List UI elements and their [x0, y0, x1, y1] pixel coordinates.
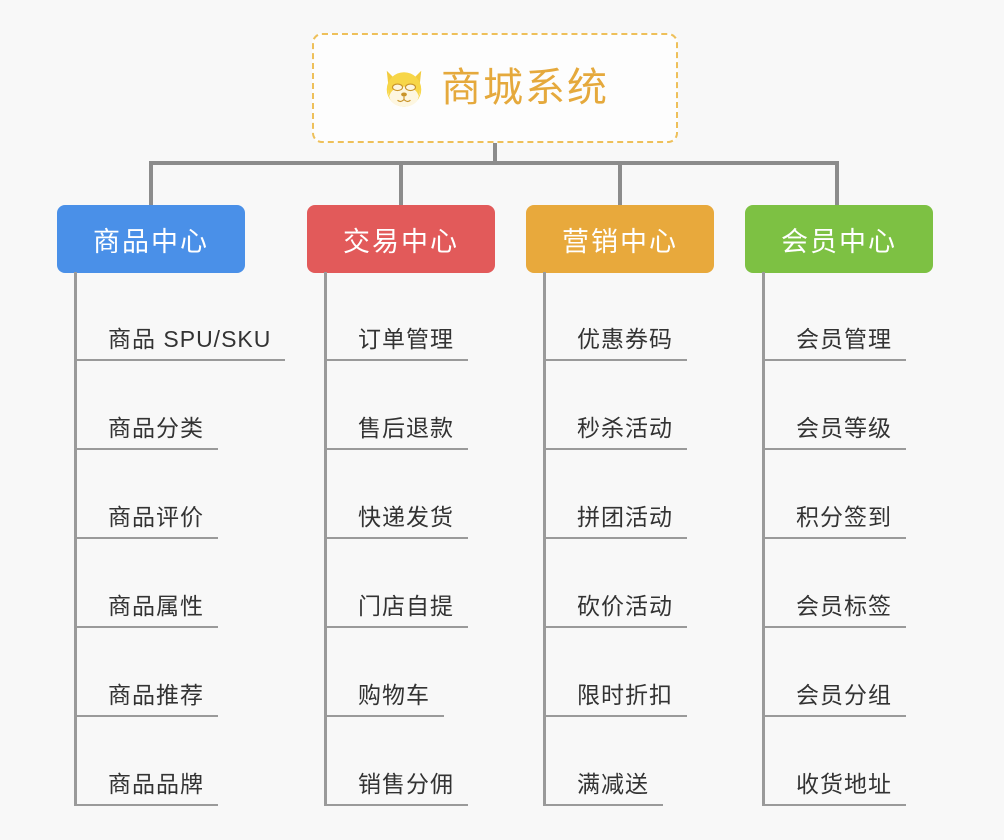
root-stem-connector	[493, 143, 497, 165]
branch-drop-connector-2	[399, 161, 403, 205]
leaf-label: 订单管理	[358, 325, 454, 352]
leaf-label: 销售分佣	[358, 770, 454, 797]
horizontal-bus-connector	[149, 161, 839, 165]
leaf-label: 商品品牌	[108, 770, 204, 797]
branch-header-label: 交易中心	[343, 226, 459, 257]
leaf-label: 会员标签	[796, 592, 892, 619]
branch-header-交易中心[interactable]: 交易中心	[307, 205, 495, 273]
leaf-item[interactable]: 快递发货	[324, 450, 468, 539]
leaf-item[interactable]: 限时折扣	[543, 628, 687, 717]
column-spine	[543, 272, 546, 806]
leaf-item[interactable]: 购物车	[324, 628, 468, 717]
branch-column-2: 订单管理 售后退款 快递发货 门店自提 购物车 销售分佣	[324, 272, 468, 806]
leaf-item[interactable]: 会员管理	[762, 272, 906, 361]
leaf-label: 优惠券码	[577, 325, 673, 352]
leaf-item[interactable]: 收货地址	[762, 717, 906, 806]
leaf-item[interactable]: 门店自提	[324, 539, 468, 628]
leaf-label: 满减送	[577, 770, 649, 797]
branch-drop-connector-1	[149, 161, 153, 205]
leaf-item[interactable]: 会员标签	[762, 539, 906, 628]
branch-header-商品中心[interactable]: 商品中心	[57, 205, 245, 273]
leaf-label: 限时折扣	[577, 681, 673, 708]
branch-header-label: 商品中心	[93, 226, 209, 257]
column-spine	[762, 272, 765, 806]
leaf-item[interactable]: 销售分佣	[324, 717, 468, 806]
branch-column-3: 优惠券码 秒杀活动 拼团活动 砍价活动 限时折扣 满减送	[543, 272, 687, 806]
leaf-label: 会员管理	[796, 325, 892, 352]
leaf-item[interactable]: 订单管理	[324, 272, 468, 361]
leaf-label: 砍价活动	[577, 592, 673, 619]
leaf-label: 售后退款	[358, 414, 454, 441]
branch-header-label: 会员中心	[781, 226, 897, 257]
leaf-item[interactable]: 商品分类	[74, 361, 285, 450]
leaf-item[interactable]: 售后退款	[324, 361, 468, 450]
leaf-label: 收货地址	[796, 770, 892, 797]
leaf-label: 会员等级	[796, 414, 892, 441]
leaf-item[interactable]: 商品推荐	[74, 628, 285, 717]
column-spine	[324, 272, 327, 806]
leaf-item[interactable]: 会员分组	[762, 628, 906, 717]
root-title: 商城系统	[441, 66, 609, 110]
column-spine	[74, 272, 77, 806]
leaf-label: 商品 SPU/SKU	[108, 325, 272, 352]
root-node[interactable]: 商城系统	[312, 33, 678, 143]
leaf-item[interactable]: 满减送	[543, 717, 687, 806]
leaf-item[interactable]: 商品评价	[74, 450, 285, 539]
leaf-item[interactable]: 拼团活动	[543, 450, 687, 539]
leaf-item[interactable]: 商品品牌	[74, 717, 285, 806]
leaf-item[interactable]: 商品 SPU/SKU	[74, 272, 286, 361]
leaf-item[interactable]: 秒杀活动	[543, 361, 687, 450]
leaf-item[interactable]: 砍价活动	[543, 539, 687, 628]
leaf-label: 门店自提	[358, 592, 454, 619]
branch-header-会员中心[interactable]: 会员中心	[745, 205, 933, 273]
leaf-label: 商品属性	[108, 592, 204, 619]
dog-face-icon	[381, 65, 427, 111]
branch-drop-connector-4	[835, 161, 839, 205]
leaf-label: 秒杀活动	[577, 414, 673, 441]
leaf-item[interactable]: 商品属性	[74, 539, 285, 628]
leaf-label: 积分签到	[796, 503, 892, 530]
leaf-label: 商品推荐	[108, 681, 204, 708]
leaf-label: 快递发货	[358, 503, 454, 530]
leaf-label: 拼团活动	[577, 503, 673, 530]
leaf-item[interactable]: 优惠券码	[543, 272, 687, 361]
leaf-label: 购物车	[358, 681, 430, 708]
leaf-item[interactable]: 会员等级	[762, 361, 906, 450]
branch-column-4: 会员管理 会员等级 积分签到 会员标签 会员分组 收货地址	[762, 272, 906, 806]
leaf-label: 商品评价	[108, 503, 204, 530]
branch-column-1: 商品 SPU/SKU 商品分类 商品评价 商品属性 商品推荐 商品品牌	[74, 272, 286, 806]
branch-header-营销中心[interactable]: 营销中心	[526, 205, 714, 273]
leaf-item[interactable]: 积分签到	[762, 450, 906, 539]
branch-header-label: 营销中心	[562, 226, 678, 257]
branch-drop-connector-3	[618, 161, 622, 205]
leaf-label: 会员分组	[796, 681, 892, 708]
leaf-label: 商品分类	[108, 414, 204, 441]
